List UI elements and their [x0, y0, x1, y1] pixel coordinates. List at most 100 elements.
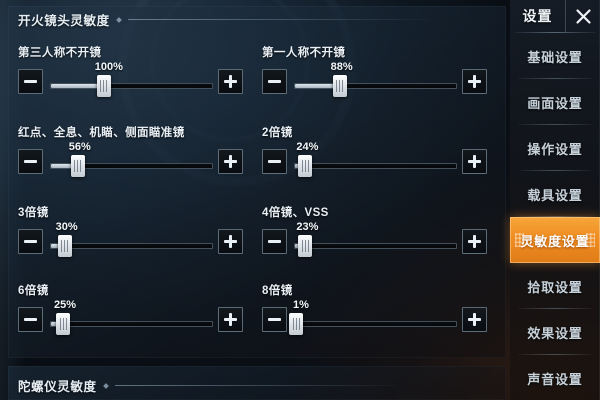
increase-button[interactable] — [218, 307, 243, 332]
sensitivity-slider[interactable]: 23% — [294, 221, 457, 257]
setting-control: 56% — [18, 141, 250, 177]
slider-value: 88% — [330, 61, 353, 73]
setting-control: 24% — [262, 141, 494, 177]
slider-track[interactable] — [294, 163, 457, 169]
decrease-button[interactable] — [18, 149, 43, 174]
setting-row: 第一人称不开镜 88% — [262, 44, 494, 97]
slider-value: 25% — [54, 299, 77, 311]
increase-button[interactable] — [218, 149, 243, 174]
close-icon — [575, 8, 591, 24]
slider-fill — [51, 84, 105, 88]
sensitivity-slider[interactable]: 88% — [294, 61, 457, 97]
decrease-button[interactable] — [18, 229, 43, 254]
sensitivity-slider[interactable]: 1% — [289, 299, 457, 335]
setting-label: 红点、全息、机瞄、侧面瞄准镜 — [18, 127, 185, 139]
slider-thumb[interactable] — [332, 75, 347, 97]
slider-track[interactable] — [50, 83, 213, 89]
sensitivity-slider[interactable]: 100% — [50, 61, 213, 97]
plus-icon — [473, 313, 476, 326]
section-bullet-icon-gyro — [102, 382, 109, 389]
slider-thumb[interactable] — [70, 155, 85, 177]
slider-track[interactable] — [50, 321, 213, 327]
slider-value: 56% — [68, 141, 91, 153]
sidebar-item-label: 基础设置 — [527, 49, 583, 65]
decrease-button[interactable] — [18, 69, 43, 94]
section-title-scope: 开火镜头灵敏度 — [18, 14, 110, 28]
sensitivity-slider[interactable]: 30% — [50, 221, 213, 257]
increase-button[interactable] — [462, 69, 487, 94]
slider-value: 30% — [55, 221, 78, 233]
sidebar-item-2[interactable]: 操作设置 — [510, 125, 600, 171]
close-button[interactable] — [565, 0, 600, 32]
setting-control: 25% — [18, 299, 250, 335]
sidebar-item-label: 载具设置 — [527, 187, 583, 203]
section-divider-line — [127, 19, 428, 20]
sidebar-item-5[interactable]: 拾取设置 — [510, 263, 600, 309]
sidebar-header-divider — [514, 32, 596, 33]
slider-thumb[interactable] — [96, 75, 111, 97]
setting-control: 88% — [262, 61, 494, 97]
sidebar-title: 设置 — [522, 8, 553, 24]
sidebar-item-label: 效果设置 — [527, 325, 583, 341]
slider-track[interactable] — [50, 243, 213, 249]
increase-button[interactable] — [218, 229, 243, 254]
setting-label: 第三人称不开镜 — [18, 47, 102, 59]
slider-thumb[interactable] — [298, 235, 313, 257]
section-bullet-icon — [115, 16, 122, 23]
setting-row: 6倍镜 25% — [18, 282, 250, 335]
decrease-button[interactable] — [262, 149, 287, 174]
slider-track[interactable] — [294, 83, 457, 89]
minus-icon — [24, 318, 37, 321]
slider-value: 24% — [296, 141, 319, 153]
sidebar-item-4[interactable]: 灵敏度设置 — [510, 217, 600, 263]
setting-label: 第一人称不开镜 — [262, 47, 346, 59]
plus-icon — [229, 155, 232, 168]
decrease-button[interactable] — [262, 307, 287, 332]
setting-row: 红点、全息、机瞄、侧面瞄准镜 56% — [18, 124, 250, 177]
sidebar-item-divider — [518, 124, 592, 125]
slider-track[interactable] — [294, 321, 457, 327]
plus-icon — [229, 313, 232, 326]
slider-thumb[interactable] — [56, 313, 71, 335]
section-header-scope: 开火镜头灵敏度 — [18, 10, 498, 29]
increase-button[interactable] — [462, 307, 487, 332]
sensitivity-slider[interactable]: 25% — [50, 299, 213, 335]
increase-button[interactable] — [218, 69, 243, 94]
section-title-gyro: 陀螺仪灵敏度 — [18, 380, 97, 394]
slider-thumb[interactable] — [289, 313, 303, 335]
decrease-button[interactable] — [262, 69, 287, 94]
grid-decoration-right-icon — [586, 233, 595, 247]
slider-track[interactable] — [294, 243, 457, 249]
plus-icon — [473, 75, 476, 88]
sensitivity-slider[interactable]: 56% — [50, 141, 213, 177]
minus-icon — [268, 318, 281, 321]
minus-icon — [268, 160, 281, 163]
sensitivity-slider[interactable]: 24% — [294, 141, 457, 177]
sidebar-item-7[interactable]: 声音设置 — [510, 355, 600, 400]
slider-fill — [295, 84, 341, 88]
setting-control: 100% — [18, 61, 250, 97]
sidebar-item-1[interactable]: 画面设置 — [510, 79, 600, 125]
increase-button[interactable] — [462, 149, 487, 174]
sidebar-item-label: 操作设置 — [527, 141, 583, 157]
sidebar-item-6[interactable]: 效果设置 — [510, 309, 600, 355]
slider-thumb[interactable] — [298, 155, 313, 177]
decrease-button[interactable] — [18, 307, 43, 332]
setting-label: 6倍镜 — [18, 285, 49, 297]
sidebar-item-divider — [518, 354, 592, 355]
slider-track[interactable] — [50, 163, 213, 169]
slider-fill — [51, 164, 79, 168]
slider-thumb[interactable] — [57, 235, 72, 257]
minus-icon — [268, 80, 281, 83]
minus-icon — [24, 80, 37, 83]
grid-decoration-left-icon — [515, 233, 524, 247]
increase-button[interactable] — [462, 229, 487, 254]
sidebar-item-0[interactable]: 基础设置 — [510, 33, 600, 79]
setting-label: 2倍镜 — [262, 127, 293, 139]
setting-label: 8倍镜 — [262, 285, 293, 297]
setting-label: 4倍镜、VSS — [262, 207, 329, 219]
sidebar-item-3[interactable]: 载具设置 — [510, 171, 600, 217]
decrease-button[interactable] — [262, 229, 287, 254]
